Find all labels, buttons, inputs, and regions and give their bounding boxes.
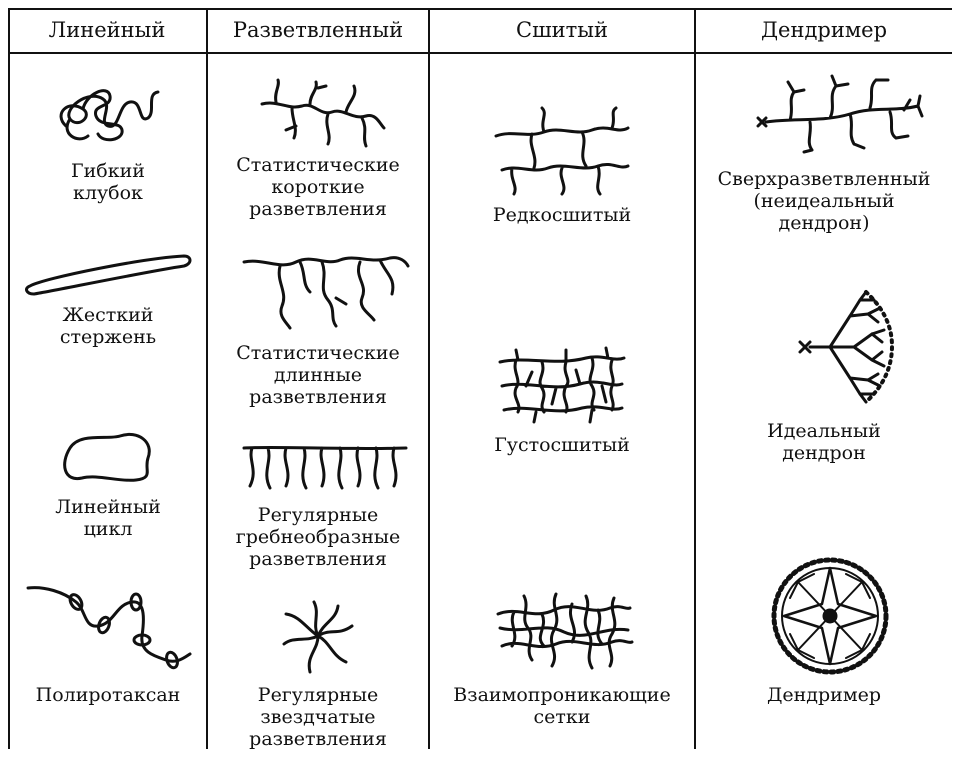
hyperbranched-dendron-figure — [754, 72, 924, 154]
comb-branches-figure — [240, 440, 410, 494]
column-divider-2 — [428, 8, 430, 749]
linear-cycle-figure — [58, 428, 158, 484]
short-branches-label: Статистическиекороткиеразветвления — [208, 154, 428, 220]
star-branches-label: Регулярныезвездчатыеразветвления — [208, 684, 428, 750]
ideal-dendron-label: Идеальныйдендрон — [696, 420, 952, 464]
flexible-coil-label: Гибкийклубок — [18, 160, 198, 204]
long-branches-figure — [240, 248, 410, 330]
rigid-rod-figure — [24, 248, 194, 298]
header-linear: Линейный — [8, 14, 206, 46]
table-left-border — [8, 8, 10, 749]
header-branched: Разветвленный — [208, 14, 428, 46]
short-branches-figure — [258, 76, 388, 148]
linear-cycle-label: Линейныйцикл — [18, 496, 198, 540]
polyrotaxane-label: Полиротаксан — [10, 684, 206, 706]
header-separator — [8, 52, 952, 54]
ideal-dendron-figure — [796, 286, 896, 406]
dense-network-label: Густосшитый — [430, 434, 694, 456]
header-dendrimer: Дендример — [696, 14, 952, 46]
dendrimer-figure — [768, 554, 892, 678]
sparse-network-label: Редкосшитый — [430, 204, 694, 226]
comb-branches-label: Регулярныегребнеобразныеразветвления — [208, 504, 428, 570]
long-branches-label: Статистическиедлинныеразветвления — [208, 342, 428, 408]
polyrotaxane-figure — [24, 578, 194, 668]
flexible-coil-figure — [48, 74, 168, 154]
column-divider-3 — [694, 8, 696, 749]
polymer-architecture-table: Линейный Разветвленный Сшитый Дендример … — [8, 8, 952, 749]
table-top-border — [8, 8, 952, 10]
dense-network-figure — [496, 346, 626, 426]
interpenetrating-network-label: Взаимопроникающиесетки — [430, 684, 694, 728]
sparse-network-figure — [492, 106, 632, 196]
header-crosslinked: Сшитый — [430, 14, 694, 46]
dendrimer-label: Дендример — [696, 684, 952, 706]
interpenetrating-network-figure — [494, 588, 634, 674]
star-branches-figure — [276, 596, 360, 676]
hyperbranched-dendron-label: Сверхразветвленный(неидеальныйдендрон) — [696, 168, 952, 234]
rigid-rod-label: Жесткийстержень — [18, 304, 198, 348]
